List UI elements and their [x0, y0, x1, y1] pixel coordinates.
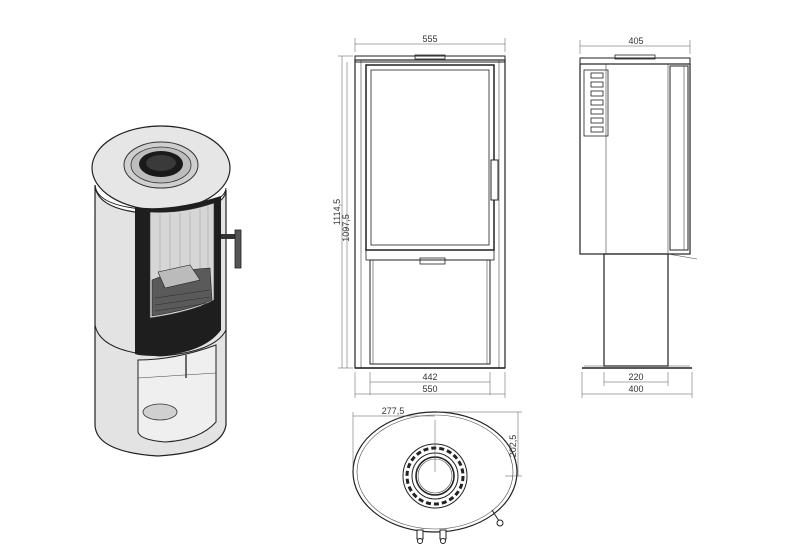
front-door [365, 64, 495, 251]
front-view: 555 442 550 1114,5 1097,5 [332, 34, 506, 398]
dim-top-offset-y: 202,5 [508, 435, 518, 458]
dim-side-base-inner: 220 [628, 372, 643, 382]
side-pedestal [603, 253, 669, 367]
side-door-edge [669, 65, 689, 251]
top-view: 277,5 202,5 [352, 406, 522, 544]
log-compartment [137, 344, 217, 443]
top-view-handle-knob [496, 519, 504, 527]
top-view-feet [416, 529, 447, 544]
dim-side-top-depth: 405 [628, 36, 643, 46]
top-view-outline [352, 411, 518, 533]
dim-top-offset-x: 277,5 [382, 406, 405, 416]
floor-opening [142, 403, 178, 421]
dim-front-body-height: 1097,5 [341, 214, 351, 242]
front-body-outline [354, 59, 506, 369]
side-view: 405 220 400 [579, 36, 698, 398]
perspective-view [91, 125, 242, 457]
front-lower-panel [369, 259, 491, 365]
dim-front-bottom-inner: 442 [422, 372, 437, 382]
dim-side-base-outer: 400 [628, 384, 643, 394]
front-door-handle [490, 159, 499, 201]
air-control-slots [590, 72, 604, 133]
door-handle [221, 229, 242, 269]
dim-front-top-width: 555 [422, 34, 437, 44]
dim-front-bottom-outer: 550 [422, 384, 437, 394]
dim-front-total-height: 1114,5 [332, 199, 342, 225]
